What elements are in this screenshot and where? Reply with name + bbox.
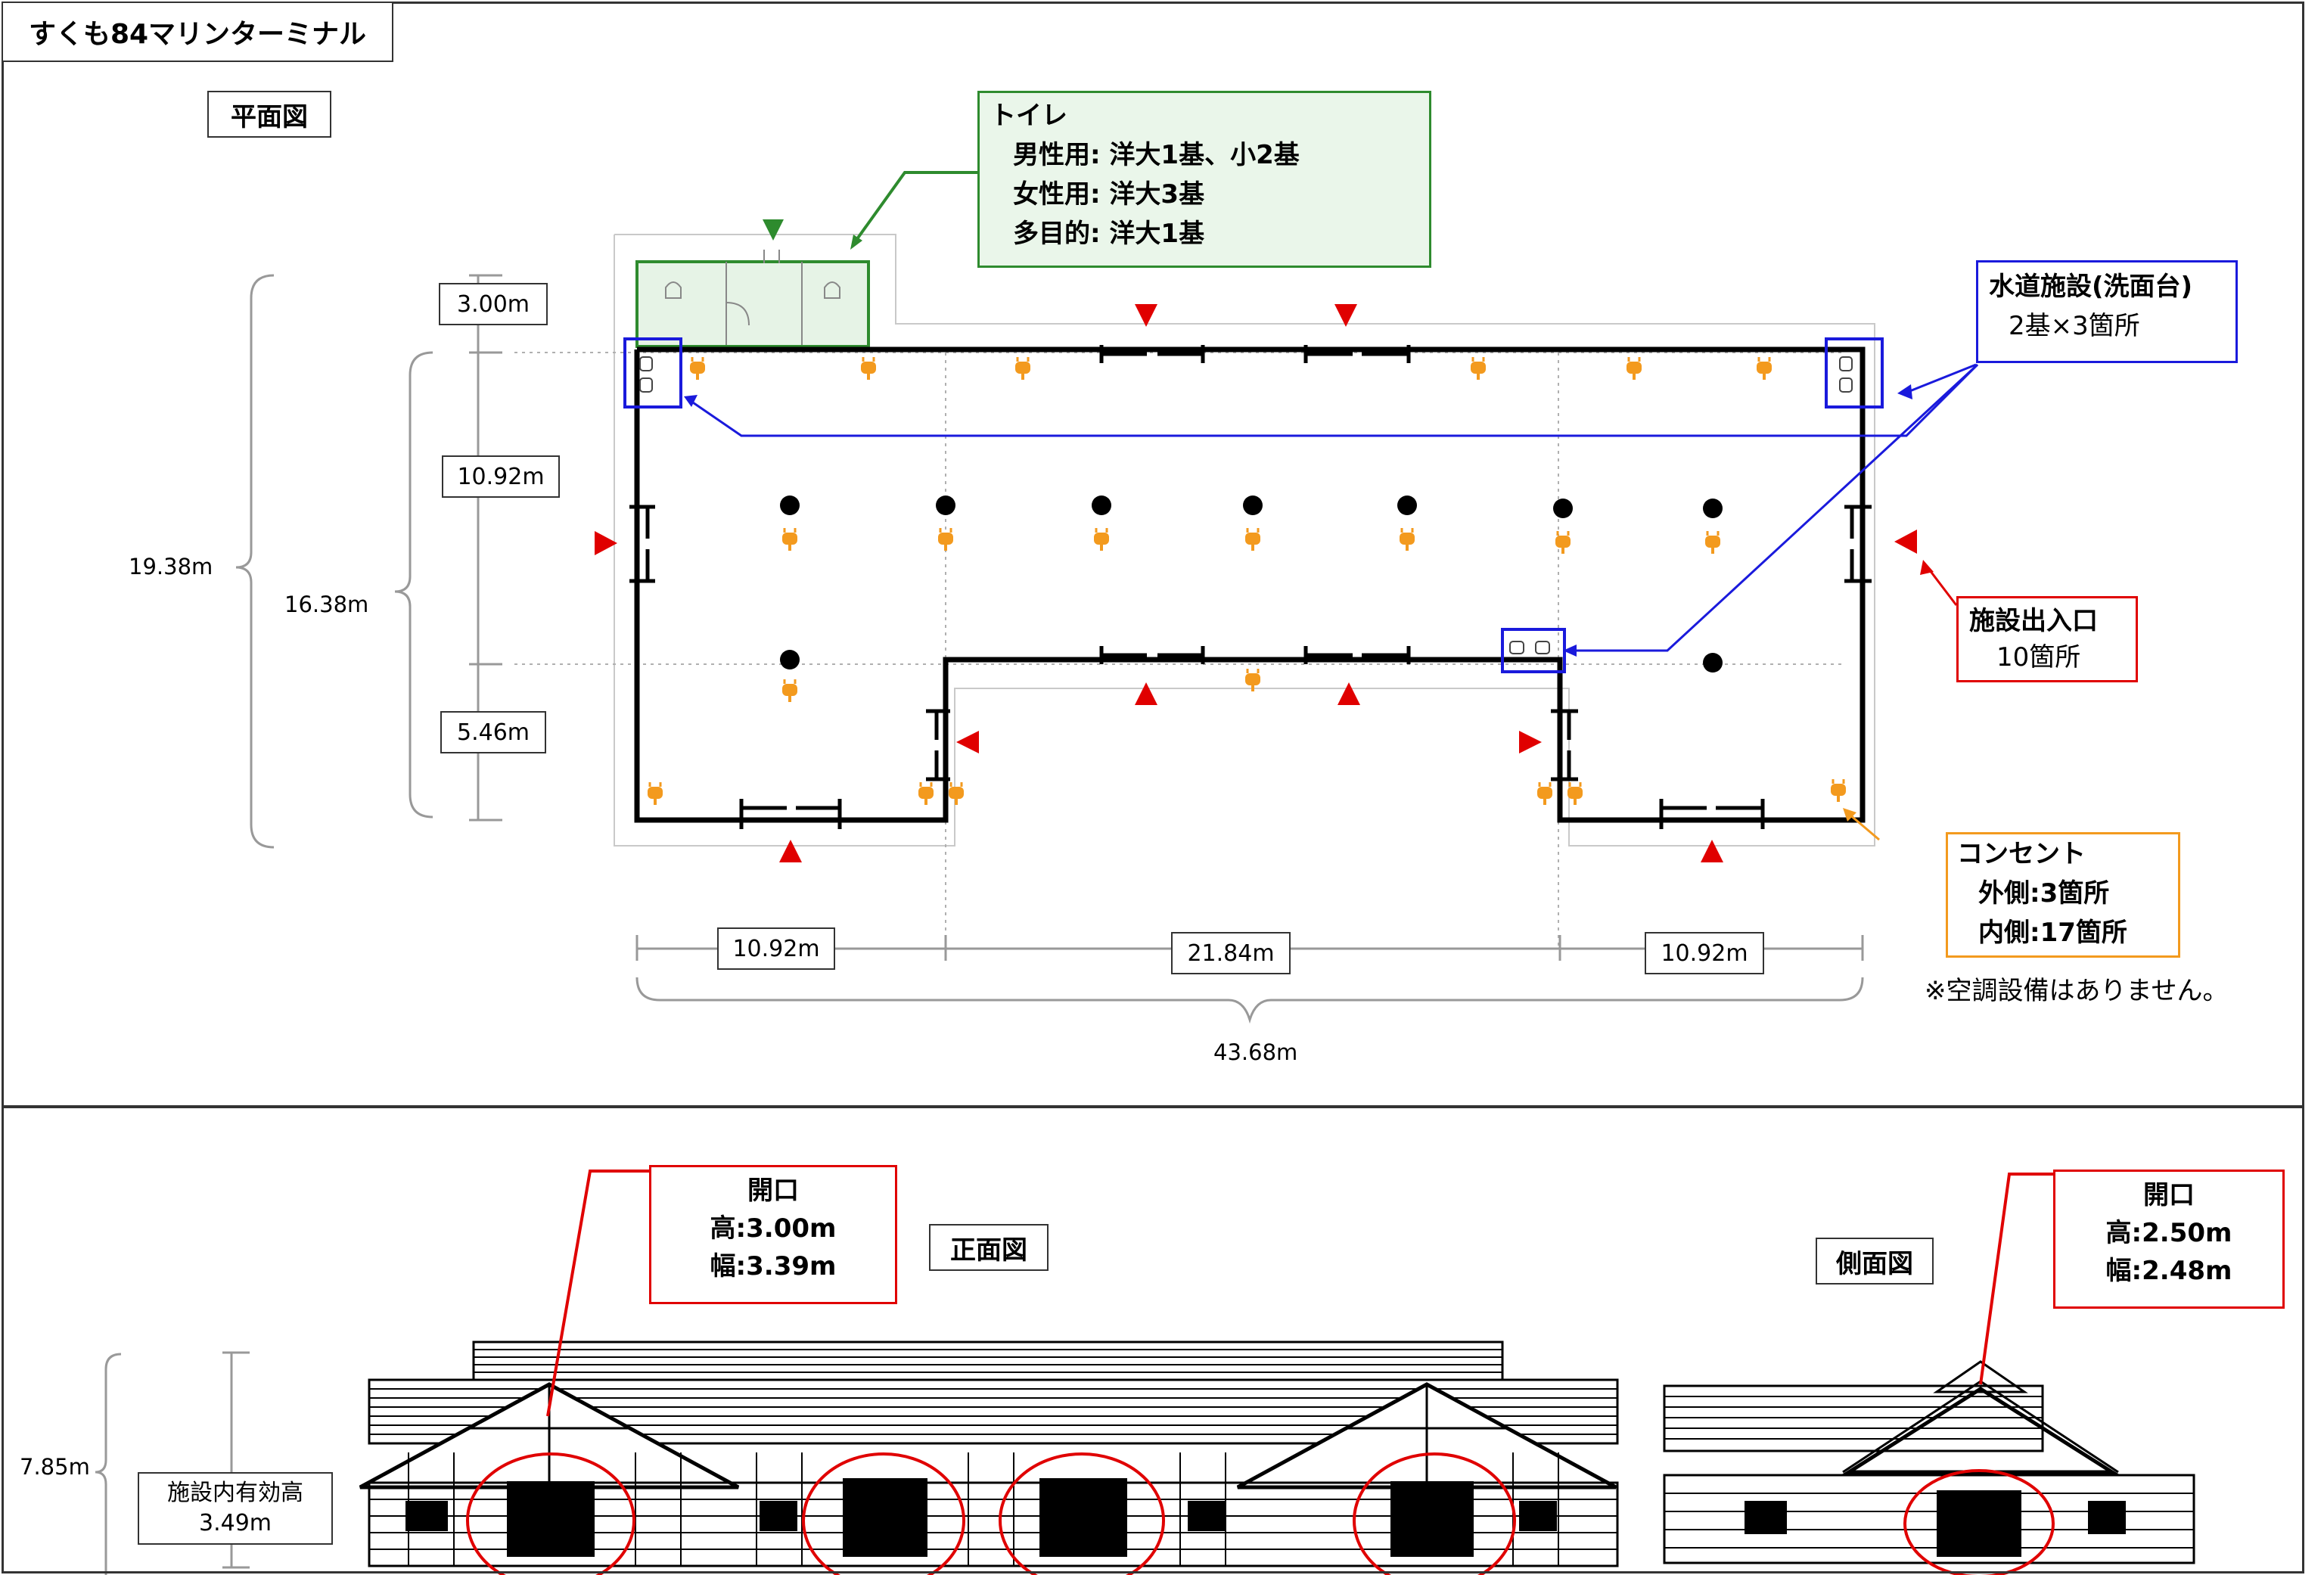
dim-toilet-depth: 3.00m	[439, 283, 548, 325]
front-elevation	[359, 1340, 1619, 1575]
plan-heading-text: 平面図	[231, 101, 308, 132]
water-detail: 2基×3箇所	[2009, 311, 2140, 341]
front-heading: 正面図	[929, 1224, 1049, 1271]
toilet-fixtures	[665, 250, 840, 345]
toilet-line-1: 男性用: 洋大1基、小2基	[1013, 140, 1300, 170]
entrance-callout: 施設出入口 10箇所	[1956, 596, 2138, 682]
site-outline	[614, 234, 1875, 847]
outlet-line-2: 内側:17箇所	[1978, 918, 2127, 948]
wall-doors	[629, 345, 1872, 829]
side-heading: 側面図	[1816, 1238, 1934, 1285]
front-opening-title: 開口	[747, 1176, 799, 1206]
page-title: すくも84マリンターミナル	[2, 2, 393, 62]
front-opening-width: 幅:3.39m	[710, 1251, 837, 1281]
outlet-line-1: 外側:3箇所	[1978, 878, 2110, 909]
water-callout: 水道施設(洗面台) 2基×3箇所	[1976, 260, 2238, 363]
opening-leaders	[546, 1170, 2053, 1417]
dim-inner-depth: 16.38m	[284, 592, 369, 617]
toilet-title: トイレ	[990, 101, 1067, 131]
page-title-text: すくも84マリンターミナル	[28, 19, 367, 50]
plan-view	[235, 171, 1979, 1024]
side-opening-title: 開口	[2143, 1180, 2195, 1210]
effective-height-value: 3.49m	[198, 1510, 272, 1536]
front-opening-height: 高:3.00m	[710, 1213, 837, 1244]
dim-bottom-depth: 5.46m	[440, 711, 546, 753]
water-facilities	[623, 337, 1884, 673]
entrance-title: 施設出入口	[1969, 606, 2098, 636]
no-ac-note: ※空調設備はありません。	[1925, 976, 2229, 1006]
toilet-callout: トイレ 男性用: 洋大1基、小2基 女性用: 洋大3基 多目的: 洋大1基	[977, 91, 1431, 268]
entrance-detail: 10箇所	[1996, 642, 2081, 673]
side-opening-height: 高:2.50m	[2105, 1218, 2232, 1248]
front-opening-callout: 開口 高:3.00m 幅:3.39m	[649, 1165, 897, 1304]
effective-height-label: 施設内有効高	[167, 1480, 303, 1506]
dim-left-width: 10.92m	[717, 927, 835, 970]
toilet-block	[635, 260, 870, 348]
plan-heading: 平面図	[207, 91, 331, 138]
dim-right-width-text: 10.92m	[1661, 940, 1748, 967]
leader-lines	[688, 171, 1979, 841]
side-elevation	[1663, 1360, 2195, 1575]
toilet-line-3: 多目的: 洋大1基	[1013, 219, 1205, 249]
entrance-markers	[595, 304, 1917, 862]
leader-arrowheads	[684, 384, 1934, 822]
front-height: 7.85m	[20, 1454, 90, 1480]
dim-left-width-text: 10.92m	[732, 935, 820, 962]
dim-total-width: 43.68m	[1213, 1039, 1298, 1065]
outlets	[648, 357, 1846, 805]
dim-center-width-text: 21.84m	[1187, 940, 1275, 967]
dim-right-width: 10.92m	[1645, 932, 1764, 974]
dim-bottom-depth-text: 5.46m	[456, 719, 530, 746]
toilet-entrance-marker	[763, 219, 784, 241]
front-heading-text: 正面図	[950, 1235, 1027, 1266]
dim-top-depth: 10.92m	[442, 455, 560, 498]
sink-symbols	[639, 356, 1853, 654]
outlet-title: コンセント	[1957, 839, 2086, 869]
water-title: 水道施設(洗面台)	[1989, 272, 2193, 302]
elevation-panel	[2, 1106, 2304, 1573]
dim-center-width: 21.84m	[1171, 932, 1291, 974]
side-heading-text: 側面図	[1836, 1248, 1913, 1279]
toilet-line-2: 女性用: 洋大3基	[1013, 179, 1205, 210]
dim-total-depth: 19.38m	[129, 554, 213, 579]
outlet-callout: コンセント 外側:3箇所 内側:17箇所	[1946, 832, 2180, 958]
effective-height-box: 施設内有効高 3.49m	[138, 1472, 333, 1545]
columns	[780, 495, 1723, 673]
dim-top-depth-text: 10.92m	[457, 463, 545, 490]
side-opening-width: 幅:2.48m	[2105, 1256, 2232, 1286]
dim-toilet-depth-text: 3.00m	[456, 290, 530, 318]
side-opening-callout: 開口 高:2.50m 幅:2.48m	[2053, 1170, 2285, 1309]
